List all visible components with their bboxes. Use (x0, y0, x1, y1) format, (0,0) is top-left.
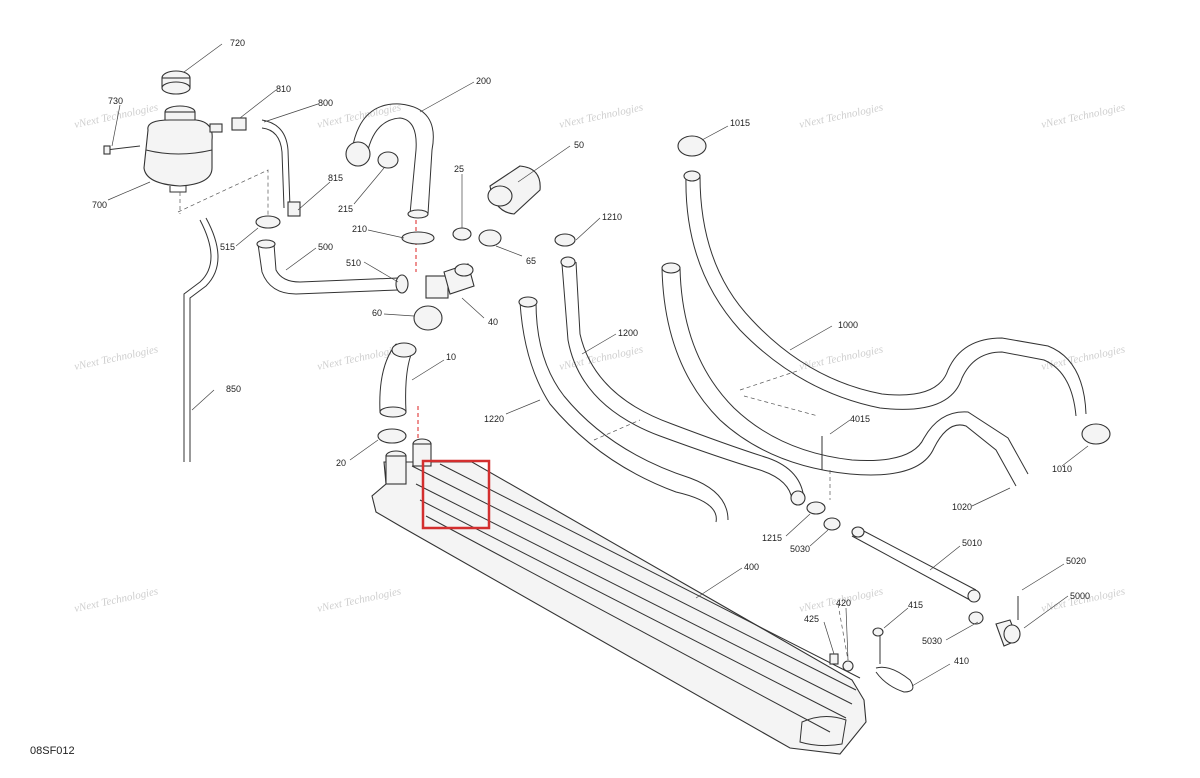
hose-1220 (518, 296, 729, 523)
callout-10: 10 (446, 352, 456, 362)
watermark: vNext Technologies (798, 101, 884, 131)
callout-420: 420 (836, 598, 851, 608)
callout-425: 425 (804, 614, 819, 624)
sleeve-50 (487, 165, 541, 215)
callout-5030-upper: 5030 (790, 544, 810, 554)
hose-800 (231, 117, 301, 217)
callout-4015: 4015 (850, 414, 870, 424)
callout-60: 60 (372, 308, 382, 318)
pipe-5010 (851, 526, 981, 603)
callout-5030-lower: 5030 (922, 636, 942, 646)
leader-lines (107, 43, 1089, 687)
fitting-40 (425, 263, 475, 299)
callout-50: 50 (574, 140, 584, 150)
callout-415: 415 (908, 600, 923, 610)
callout-410: 410 (954, 656, 969, 666)
clamp-5030b (968, 611, 984, 625)
callout-1010: 1010 (1052, 464, 1072, 474)
clamp-1015 (677, 135, 707, 157)
elbow-hose-10 (379, 342, 417, 418)
callout-40: 40 (488, 317, 498, 327)
highlight-box (421, 459, 491, 530)
callout-5020: 5020 (1066, 556, 1086, 566)
watermark: vNext Technologies (316, 585, 402, 615)
watermark: vNext Technologies (73, 343, 159, 373)
callout-500: 500 (318, 242, 333, 252)
callout-labels: 720 730 700 810 800 815 515 500 510 850 … (92, 38, 1090, 666)
callout-215: 215 (338, 204, 353, 214)
callout-1200: 1200 (618, 328, 638, 338)
callout-400: 400 (744, 562, 759, 572)
clamp-25 (452, 227, 472, 241)
heat-exchanger-400 (371, 438, 867, 755)
callout-730: 730 (108, 96, 123, 106)
elbow-hose-200 (345, 103, 434, 219)
callout-700: 700 (92, 200, 107, 210)
callout-1020: 1020 (952, 502, 972, 512)
clamp-20 (377, 428, 407, 444)
watermark: vNext Technologies (798, 343, 884, 373)
callout-515: 515 (220, 242, 235, 252)
watermark: vNext Technologies (316, 343, 402, 373)
clamp-215 (377, 151, 399, 169)
clamp-210 (401, 231, 435, 245)
callout-20: 20 (336, 458, 346, 468)
callout-510: 510 (346, 258, 361, 268)
callout-1220: 1220 (484, 414, 504, 424)
watermark: vNext Technologies (558, 343, 644, 373)
fitting-5000 (995, 596, 1021, 647)
callout-5000: 5000 (1070, 591, 1090, 601)
watermark: vNext Technologies (558, 101, 644, 131)
hose-1020 (661, 262, 1029, 487)
callout-720: 720 (230, 38, 245, 48)
clamp-1210 (554, 233, 576, 247)
hose-850 (183, 219, 212, 462)
callout-1210: 1210 (602, 212, 622, 222)
callout-850: 850 (226, 384, 241, 394)
callout-1015: 1015 (730, 118, 750, 128)
callout-200: 200 (476, 76, 491, 86)
hose-1000 (683, 170, 1087, 417)
clamp-5030a (823, 517, 841, 531)
callout-65: 65 (526, 256, 536, 266)
callout-800: 800 (318, 98, 333, 108)
callout-810: 810 (276, 84, 291, 94)
callout-25: 25 (454, 164, 464, 174)
hose-1200 (560, 256, 806, 506)
coolant-reservoir (103, 70, 223, 193)
clamp-1010 (1081, 423, 1111, 445)
watermark: vNext Technologies (73, 585, 159, 615)
callout-5010: 5010 (962, 538, 982, 548)
callout-1215: 1215 (762, 533, 782, 543)
clamp-65 (478, 229, 502, 247)
callout-1000: 1000 (838, 320, 858, 330)
clamp-60 (413, 305, 443, 331)
watermark: vNext Technologies (1040, 101, 1126, 131)
diagram-reference-id: 08SF012 (30, 745, 75, 757)
hose-500 (255, 215, 409, 295)
callout-815: 815 (328, 173, 343, 183)
callout-210: 210 (352, 224, 367, 234)
clamp-1215 (806, 501, 826, 515)
hardware-group (829, 627, 914, 693)
